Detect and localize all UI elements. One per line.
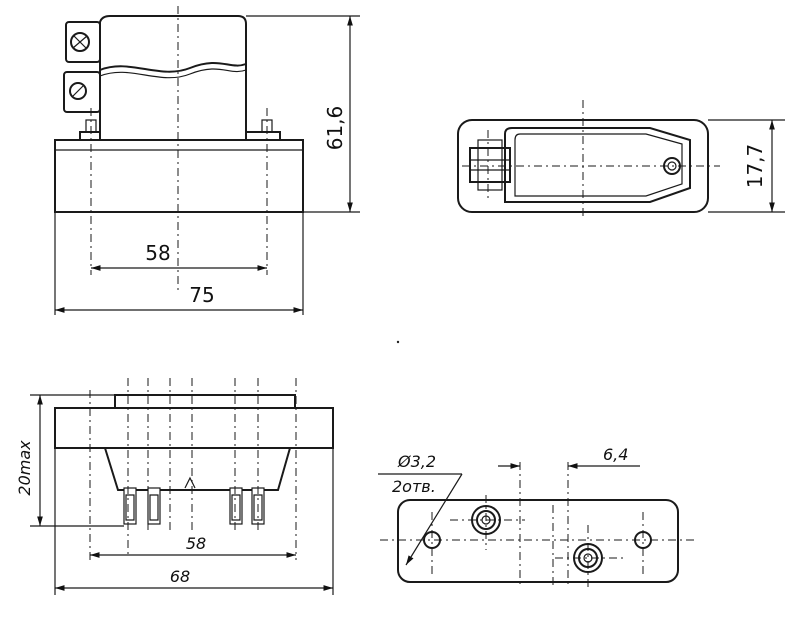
- side-dim-height: 17,7: [743, 144, 767, 189]
- bottom-dim-width: 68: [170, 567, 190, 586]
- mount-hole-count: 2отв.: [392, 477, 436, 496]
- bottom-dim-pins: 58: [186, 534, 206, 553]
- front-view: 58 75 61,6: [54, 6, 360, 315]
- front-dim-pins: 58: [145, 241, 170, 265]
- bottom-dim-height: 20max: [15, 440, 34, 496]
- mount-plate: [397, 499, 679, 583]
- side-view: 17,7: [457, 100, 785, 220]
- front-body: [54, 139, 304, 213]
- mount-dim-pitch: 6,4: [603, 445, 628, 464]
- bottom-body: [54, 407, 334, 449]
- front-housing: [99, 15, 247, 140]
- bottom-view: 20max 58 68: [15, 378, 334, 595]
- mount-hole-dia: Ø3,2: [397, 452, 436, 471]
- pin-group: [123, 476, 265, 525]
- front-dim-width: 75: [189, 283, 214, 307]
- front-dim-height: 61,6: [323, 106, 347, 151]
- mount-view: Ø3,2 2отв. 6,4: [378, 445, 695, 590]
